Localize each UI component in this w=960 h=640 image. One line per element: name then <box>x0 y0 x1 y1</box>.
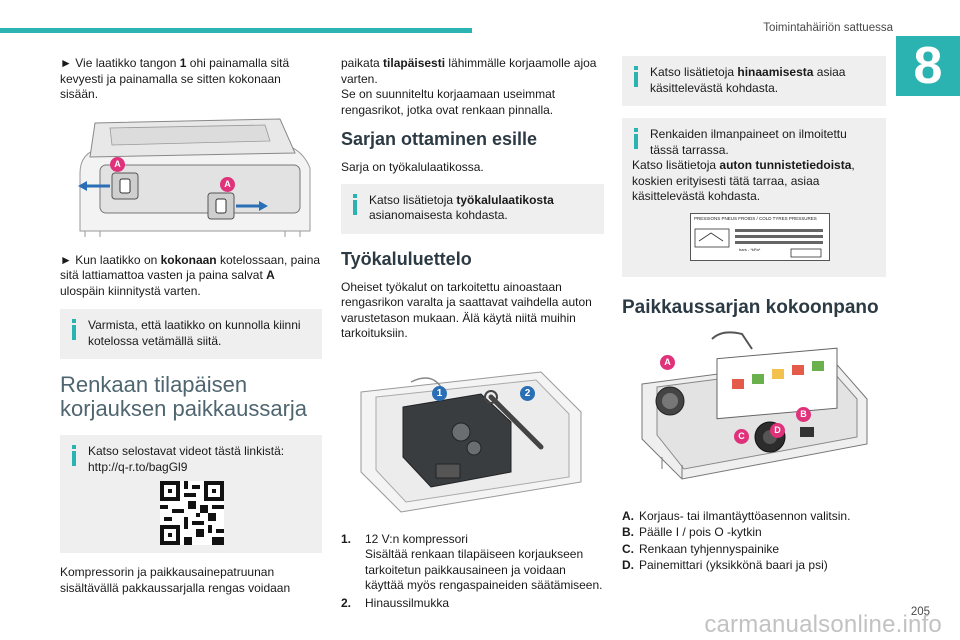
callout-2: 2 <box>520 385 535 401</box>
qr-code[interactable] <box>160 481 224 545</box>
box-latches-illustration <box>78 117 311 237</box>
legend-item-b: B.Päälle I / pois O -kytkin <box>622 525 762 539</box>
column-1: ► Vie laatikko tangon 1 ohi painamalla s… <box>60 56 322 606</box>
column-2: paikata tilapäisesti lähimmälle korjaamo… <box>341 56 604 613</box>
video-link[interactable]: http://q-r.to/bagGl9 <box>88 459 188 474</box>
figure-repair-kit: A B C D <box>622 328 886 495</box>
kit-location-text: Sarja on työkalulaatikossa. <box>341 160 484 174</box>
info-box-towing: Katso lisätietoja hinaamisesta asiaa käs… <box>622 56 886 106</box>
header-accent-bar <box>0 28 472 33</box>
tyre-pressure-label: PRESSIONS PNEUS FROIDS / COLD TYRES PRES… <box>690 212 830 261</box>
figure-box-latches: A A <box>60 112 322 239</box>
callout-d: D <box>770 422 785 438</box>
toolbox-illustration <box>360 370 582 513</box>
callout-b: B <box>796 406 811 422</box>
page-number: 205 <box>910 606 930 618</box>
info-box-toolbox: Katso lisätietoja työkalulaatikosta asia… <box>341 183 604 234</box>
repair-kit-illustration <box>641 330 868 480</box>
info-box-check-box: Varmista, että laatikko on kunnolla kiin… <box>60 309 322 359</box>
heading-repair-kit: Renkaan tilapäisen korjauksen paikkaussa… <box>60 372 308 421</box>
info-icon <box>630 128 642 150</box>
figure-toolbox: 1 2 <box>341 351 604 520</box>
heading-taking-out-kit: Sarjan ottaminen esille <box>341 129 538 149</box>
info-icon <box>68 445 80 467</box>
heading-tool-list: Työkaluluettelo <box>341 248 472 269</box>
callout-1: 1 <box>432 385 447 401</box>
step-2-text: ► Kun laatikko on kokonaan kotelossaan, … <box>60 252 321 298</box>
legend-item-a: A.Korjaus- tai ilmantäyttöasennon valits… <box>622 508 851 523</box>
callout-a: A <box>660 354 675 370</box>
callout-a-left: A <box>110 156 125 172</box>
column-3: Katso lisätietoja hinaamisesta asiaa käs… <box>622 56 886 575</box>
legend-item-c: C.Renkaan tyhjennyspainike <box>622 541 780 556</box>
tyre-label-graphics <box>694 228 823 257</box>
info-box-video-link: Katso selostavat videot tästä linkistä: … <box>60 435 322 553</box>
watermark: carmanualsonline.info <box>704 611 942 638</box>
info-icon <box>349 193 361 216</box>
repair-scope-text: Se on suunniteltu korjaamaan useimmat re… <box>341 87 556 117</box>
tool-list-item-2: 2. Hinaussilmukka <box>341 595 450 610</box>
step-1-text: ► Vie laatikko tangon 1 ohi painamalla s… <box>60 56 290 101</box>
info-icon <box>630 66 642 88</box>
tool-list-item-1: 1. 12 V:n kompressori Sisältää renkaan t… <box>341 531 603 593</box>
info-icon <box>68 319 80 341</box>
callout-a-right: A <box>220 176 235 192</box>
tool-list-intro: Oheiset työkalut on tarkoitettu ainoasta… <box>341 279 592 341</box>
chapter-tab: 8 <box>896 36 960 96</box>
heading-kit-composition: Paikkaussarjan kokoonpano <box>622 296 879 318</box>
callout-c: C <box>734 428 749 444</box>
kit-intro-text: Kompressorin ja paikkausainepatruunan si… <box>60 565 291 595</box>
section-title: Toimintahäiriön sattuessa <box>763 22 893 34</box>
qr-code-icon <box>160 481 224 545</box>
legend-item-d: D.Painemittari (yksikkönä baari ja psi) <box>622 558 828 572</box>
temporary-repair-text: paikata tilapäisesti lähimmälle korjaamo… <box>341 56 597 86</box>
info-box-tyre-pressures: Renkaiden ilmanpaineet on ilmoitettu täs… <box>622 118 886 277</box>
